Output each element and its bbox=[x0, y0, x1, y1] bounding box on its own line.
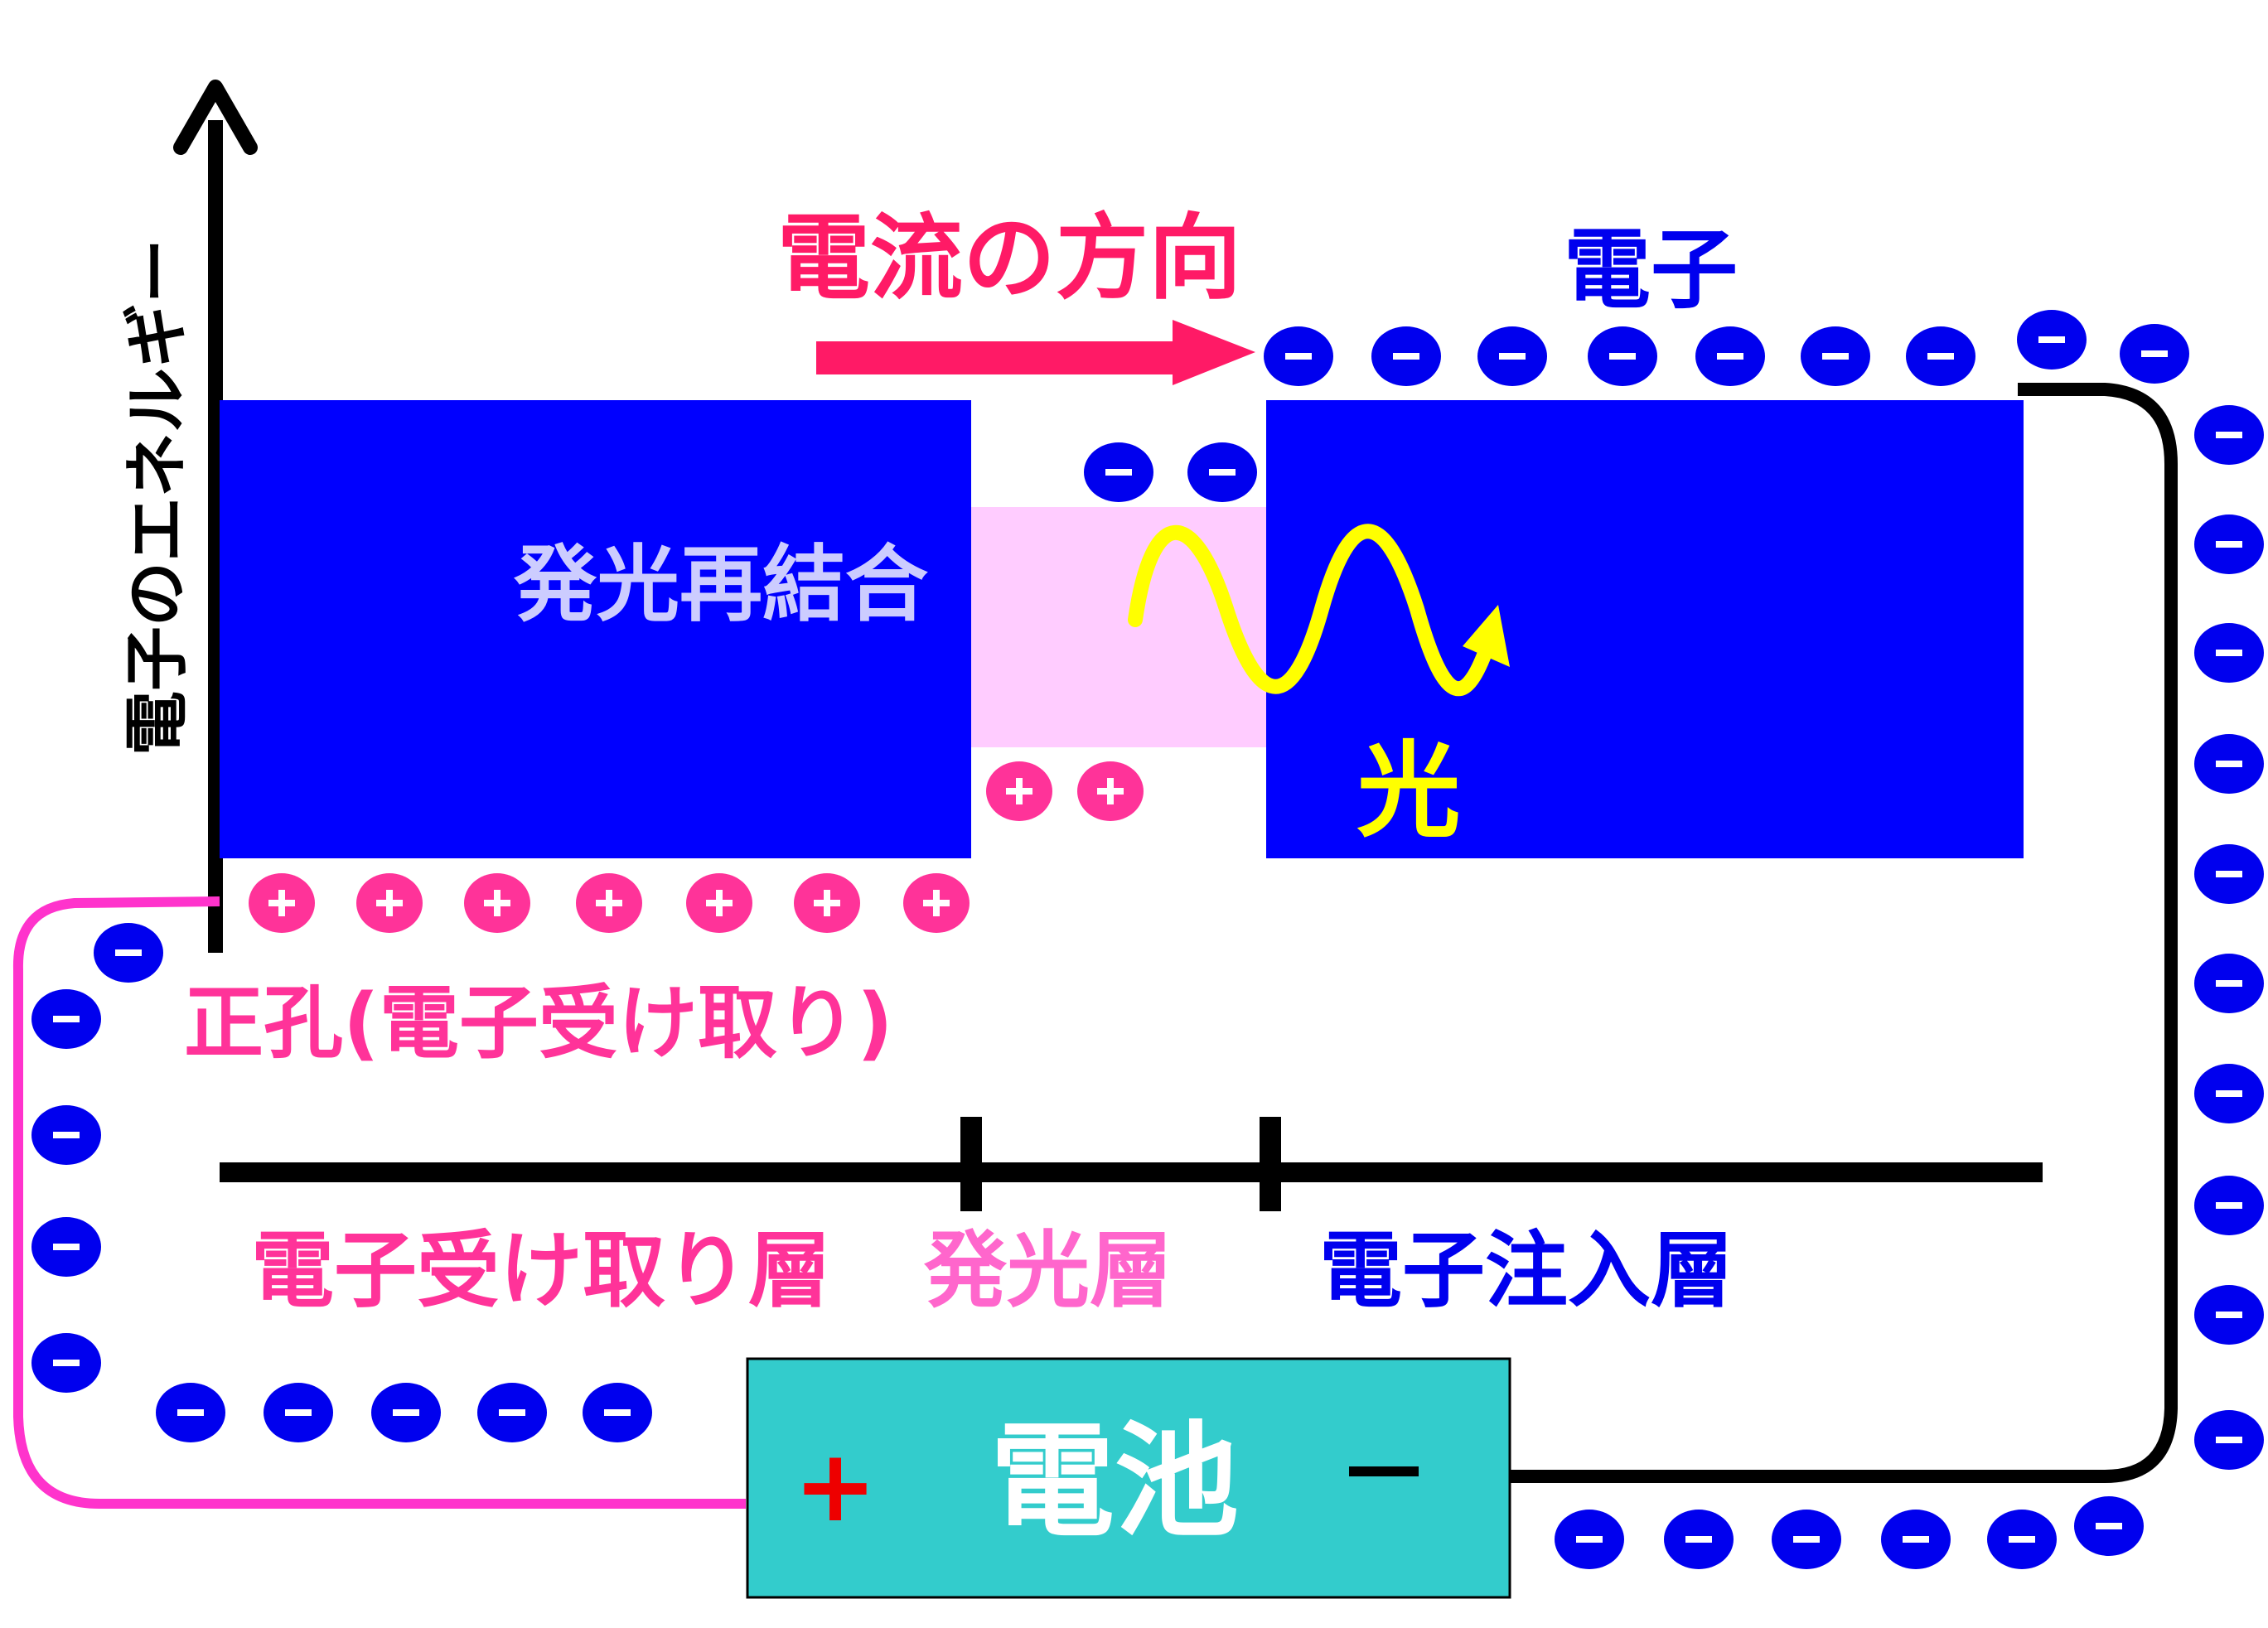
electron-11 bbox=[1187, 442, 1257, 502]
electron-18 bbox=[2194, 1064, 2264, 1123]
electron-1 bbox=[1264, 326, 1333, 386]
electron-34 bbox=[264, 1383, 333, 1442]
electron-28 bbox=[94, 923, 163, 983]
electron-15 bbox=[2194, 734, 2264, 794]
battery bbox=[746, 1357, 1511, 1599]
electron-26 bbox=[1987, 1510, 2057, 1569]
electron-7 bbox=[1906, 326, 1975, 386]
hole-6 bbox=[576, 873, 642, 933]
hole-3 bbox=[249, 873, 315, 933]
left-wire bbox=[12, 896, 746, 1509]
electron-24 bbox=[1772, 1510, 1841, 1569]
electron-21 bbox=[2194, 1410, 2264, 1470]
electron-4 bbox=[1588, 326, 1657, 386]
battery-minus-terminal bbox=[1349, 1466, 1419, 1476]
electron-37 bbox=[583, 1383, 652, 1442]
emit-layer-region bbox=[971, 507, 1266, 747]
axis-label: 電子のエネルギー bbox=[120, 239, 195, 756]
electron-30 bbox=[31, 1105, 101, 1165]
recombination-label: 発光再結合 bbox=[514, 536, 928, 633]
electron-group bbox=[31, 310, 2264, 1569]
energy-axis bbox=[173, 80, 258, 953]
hole-7 bbox=[686, 873, 752, 933]
electron-33 bbox=[156, 1383, 225, 1442]
electron-22 bbox=[1555, 1510, 1624, 1569]
electron-36 bbox=[477, 1383, 547, 1442]
electron-23 bbox=[1664, 1510, 1734, 1569]
electron-3 bbox=[1477, 326, 1547, 386]
electron-label: 電子 bbox=[1564, 220, 1738, 321]
electron-16 bbox=[2194, 844, 2264, 904]
electron-14 bbox=[2194, 623, 2264, 683]
electron-19 bbox=[2194, 1176, 2264, 1235]
hole-9 bbox=[903, 873, 970, 933]
hole-5 bbox=[464, 873, 530, 933]
hole-8 bbox=[794, 873, 860, 933]
battery-plus-terminal: + bbox=[794, 1429, 878, 1544]
layer-baseline bbox=[220, 1117, 2043, 1211]
battery-label: 電池 bbox=[990, 1410, 1239, 1554]
hole-1 bbox=[986, 761, 1052, 821]
current-label: 電流の方向 bbox=[777, 205, 1241, 312]
layer-label-inject: 電子注入層 bbox=[1319, 1222, 1734, 1319]
axis-arrowhead bbox=[173, 80, 258, 155]
electron-20 bbox=[2194, 1285, 2264, 1345]
electron-12 bbox=[2194, 405, 2264, 465]
layer-label-acceptor: 電子受け取り層 bbox=[251, 1222, 831, 1319]
electron-25 bbox=[1881, 1510, 1951, 1569]
light-wave bbox=[1128, 524, 1510, 697]
current-arrow bbox=[816, 320, 1255, 385]
electron-17 bbox=[2194, 954, 2264, 1013]
light-label: 光 bbox=[1357, 732, 1461, 852]
electron-6 bbox=[1801, 326, 1870, 386]
electron-5 bbox=[1695, 326, 1765, 386]
right-wire bbox=[1510, 383, 2178, 1483]
electron-2 bbox=[1371, 326, 1441, 386]
layer-label-emit: 発光層 bbox=[924, 1222, 1173, 1319]
hole-2 bbox=[1077, 761, 1144, 821]
electron-29 bbox=[31, 989, 101, 1049]
electron-31 bbox=[31, 1217, 101, 1277]
electron-9 bbox=[2120, 324, 2189, 384]
hole-group bbox=[249, 761, 1144, 933]
electron-27 bbox=[2074, 1496, 2144, 1556]
electron-10 bbox=[1084, 442, 1153, 502]
electron-8 bbox=[2017, 310, 2087, 370]
electron-35 bbox=[371, 1383, 441, 1442]
hole-4 bbox=[356, 873, 423, 933]
hole-label: 正孔(電子受け取り) bbox=[184, 977, 893, 1070]
right-band bbox=[1266, 400, 2024, 858]
left-band bbox=[220, 400, 971, 858]
electron-13 bbox=[2194, 514, 2264, 574]
electron-32 bbox=[31, 1333, 101, 1393]
